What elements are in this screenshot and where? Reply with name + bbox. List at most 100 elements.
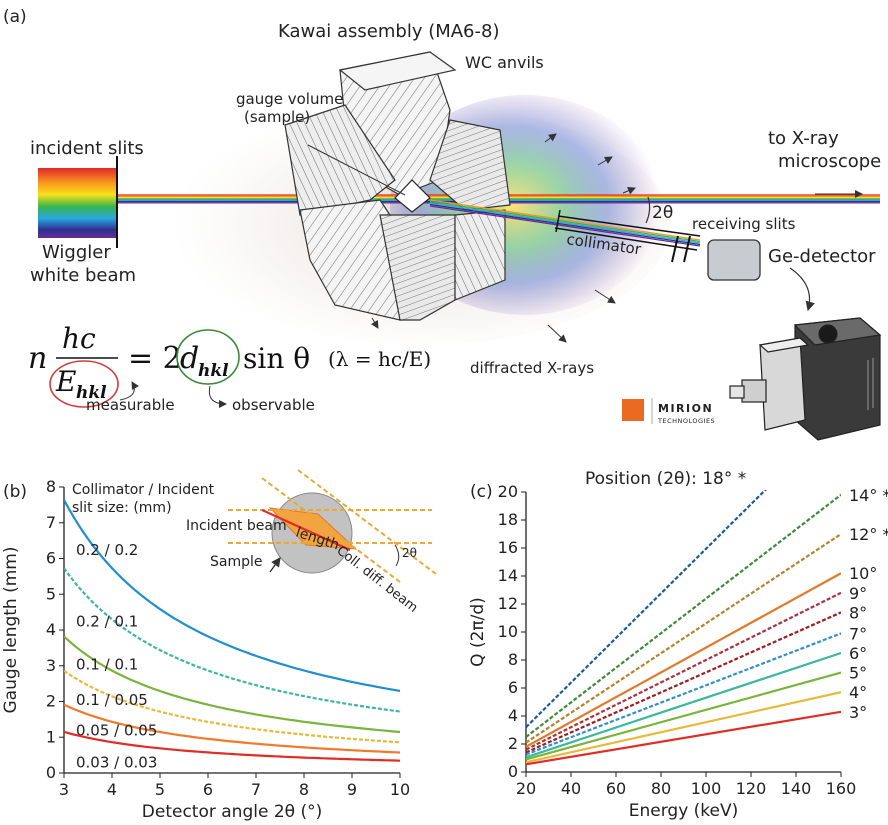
legend-title-2: slit size: (mm): [72, 500, 172, 516]
series-line: [64, 730, 400, 762]
measurable-circle: [49, 360, 119, 408]
series-line: [64, 669, 400, 744]
observable-label: observable: [232, 396, 315, 414]
scatter-arrows: [370, 133, 863, 343]
x-tick-label: 60: [606, 779, 626, 798]
series-line: [526, 533, 841, 744]
panel-a-label: (a): [3, 7, 27, 27]
series-line: [526, 591, 841, 751]
series-line: [64, 635, 400, 734]
x-axis-title: Energy (keV): [629, 801, 739, 821]
series-label: 4°: [849, 683, 867, 702]
incident-slits-label: incident slits: [30, 138, 144, 159]
wc-anvils-label: WC anvils: [465, 53, 544, 72]
y-tick-label: 1: [46, 727, 56, 746]
series-label: 5°: [849, 664, 867, 683]
gauge-volume-label-1: gauge volume: [236, 90, 343, 108]
two-theta-label: 2θ: [652, 203, 673, 223]
ge-detector-box: [707, 239, 761, 281]
y-tick-label: 2: [46, 692, 56, 711]
diffracted-xrays-label: diffracted X-rays: [470, 359, 594, 377]
y-tick-label: 4: [46, 620, 56, 639]
y-tick-label: 8: [46, 477, 56, 496]
assembly-title: Kawai assembly (MA6-8): [278, 21, 499, 42]
x-tick-label: 10: [390, 780, 410, 799]
series-label: 14° *: [849, 486, 888, 505]
wiggler-source: [38, 168, 116, 238]
anvil-lower-front: [379, 214, 456, 321]
two-theta-arc: [645, 196, 651, 224]
y-tick-label: 2: [508, 734, 518, 753]
series-label: 0.1 / 0.05: [76, 691, 148, 709]
gauge-volume-label-2: (sample): [244, 108, 310, 126]
diffracted-beam: [429, 199, 701, 247]
receiving-slits-label: receiving slits: [692, 215, 796, 233]
y-tick-label: 10: [498, 622, 518, 641]
x-tick-label: 140: [781, 779, 812, 798]
logo-line-2: TECHNOLOGIES: [657, 417, 715, 425]
series-line: [64, 703, 400, 754]
series-label: 0.1 / 0.1: [76, 655, 138, 673]
eq-n: n: [28, 341, 47, 376]
inset-incident-beam: Incident beam: [186, 518, 287, 534]
x-tick-label: 20: [516, 779, 536, 798]
eq-equals: = 2: [128, 341, 182, 376]
x-tick-label: 100: [691, 779, 722, 798]
to-microscope-label-2: microscope: [778, 151, 881, 172]
inset-two-theta: 2θ: [402, 546, 417, 560]
anvil-upper-left: [284, 104, 396, 216]
inset-sample: Sample: [210, 554, 263, 570]
x-tick-label: 160: [826, 779, 857, 798]
panel-a: (a): [3, 7, 882, 441]
y-tick-label: 0: [46, 763, 56, 782]
x-tick-label: 80: [651, 779, 671, 798]
series-label: 10°: [849, 564, 877, 583]
series-label: 0.03 / 0.03: [76, 754, 157, 772]
eq-denominator: E: [55, 365, 76, 398]
series-label: 12° *: [849, 525, 888, 544]
gauge-leader: [307, 144, 406, 196]
x-tick-label: 7: [251, 780, 261, 799]
series-line: [526, 651, 841, 759]
y-tick-label: 0: [508, 762, 518, 781]
series-line: [526, 632, 841, 756]
series-line: [526, 691, 841, 764]
detector-arrow: [789, 267, 815, 312]
series-line: [526, 490, 767, 728]
series-label: 0.05 / 0.05: [76, 721, 157, 739]
x-tick-label: 5: [155, 780, 165, 799]
wiggler-label-1: Wiggler: [42, 242, 111, 263]
kawai-assembly: [284, 51, 511, 321]
ge-detector-unit: [729, 317, 882, 441]
series-line: [526, 611, 841, 754]
measurable-label: measurable: [86, 396, 175, 414]
bragg-equation: n hc E hkl = 2 d hkl sin θ (λ = hc/E) me…: [28, 322, 431, 414]
x-tick-label: 9: [347, 780, 357, 799]
x-tick-label: 3: [59, 780, 69, 799]
ge-detector-label: Ge-detector: [768, 246, 876, 267]
y-tick-label: 3: [46, 656, 56, 675]
y-tick-label: 7: [46, 513, 56, 532]
eq-sin-theta: sin θ: [243, 342, 310, 375]
x-tick-label: 40: [561, 779, 581, 798]
observable-circle: [176, 329, 240, 385]
y-tick-label: 4: [508, 706, 518, 725]
series-label: 0.2 / 0.2: [76, 541, 138, 559]
position-title: Position (2θ): 18° *: [585, 469, 746, 489]
collimator: [554, 209, 701, 263]
logo-line-1: MIRION: [658, 402, 713, 415]
series-line: [64, 567, 400, 713]
y-tick-label: 6: [508, 678, 518, 697]
measurable-arrow: [119, 381, 139, 401]
series-line: [526, 671, 841, 761]
wiggler-label-2: white beam: [30, 265, 136, 286]
y-tick-label: 12: [498, 594, 518, 613]
gauge-diamond: [268, 507, 358, 550]
anvil-top-face: [338, 51, 457, 91]
x-axis-title: Detector angle 2θ (°): [142, 802, 322, 822]
eq-d-sub: hkl: [198, 361, 229, 381]
x-tick-label: 4: [107, 780, 117, 799]
mirion-logo: MIRION TECHNOLOGIES: [620, 395, 726, 427]
